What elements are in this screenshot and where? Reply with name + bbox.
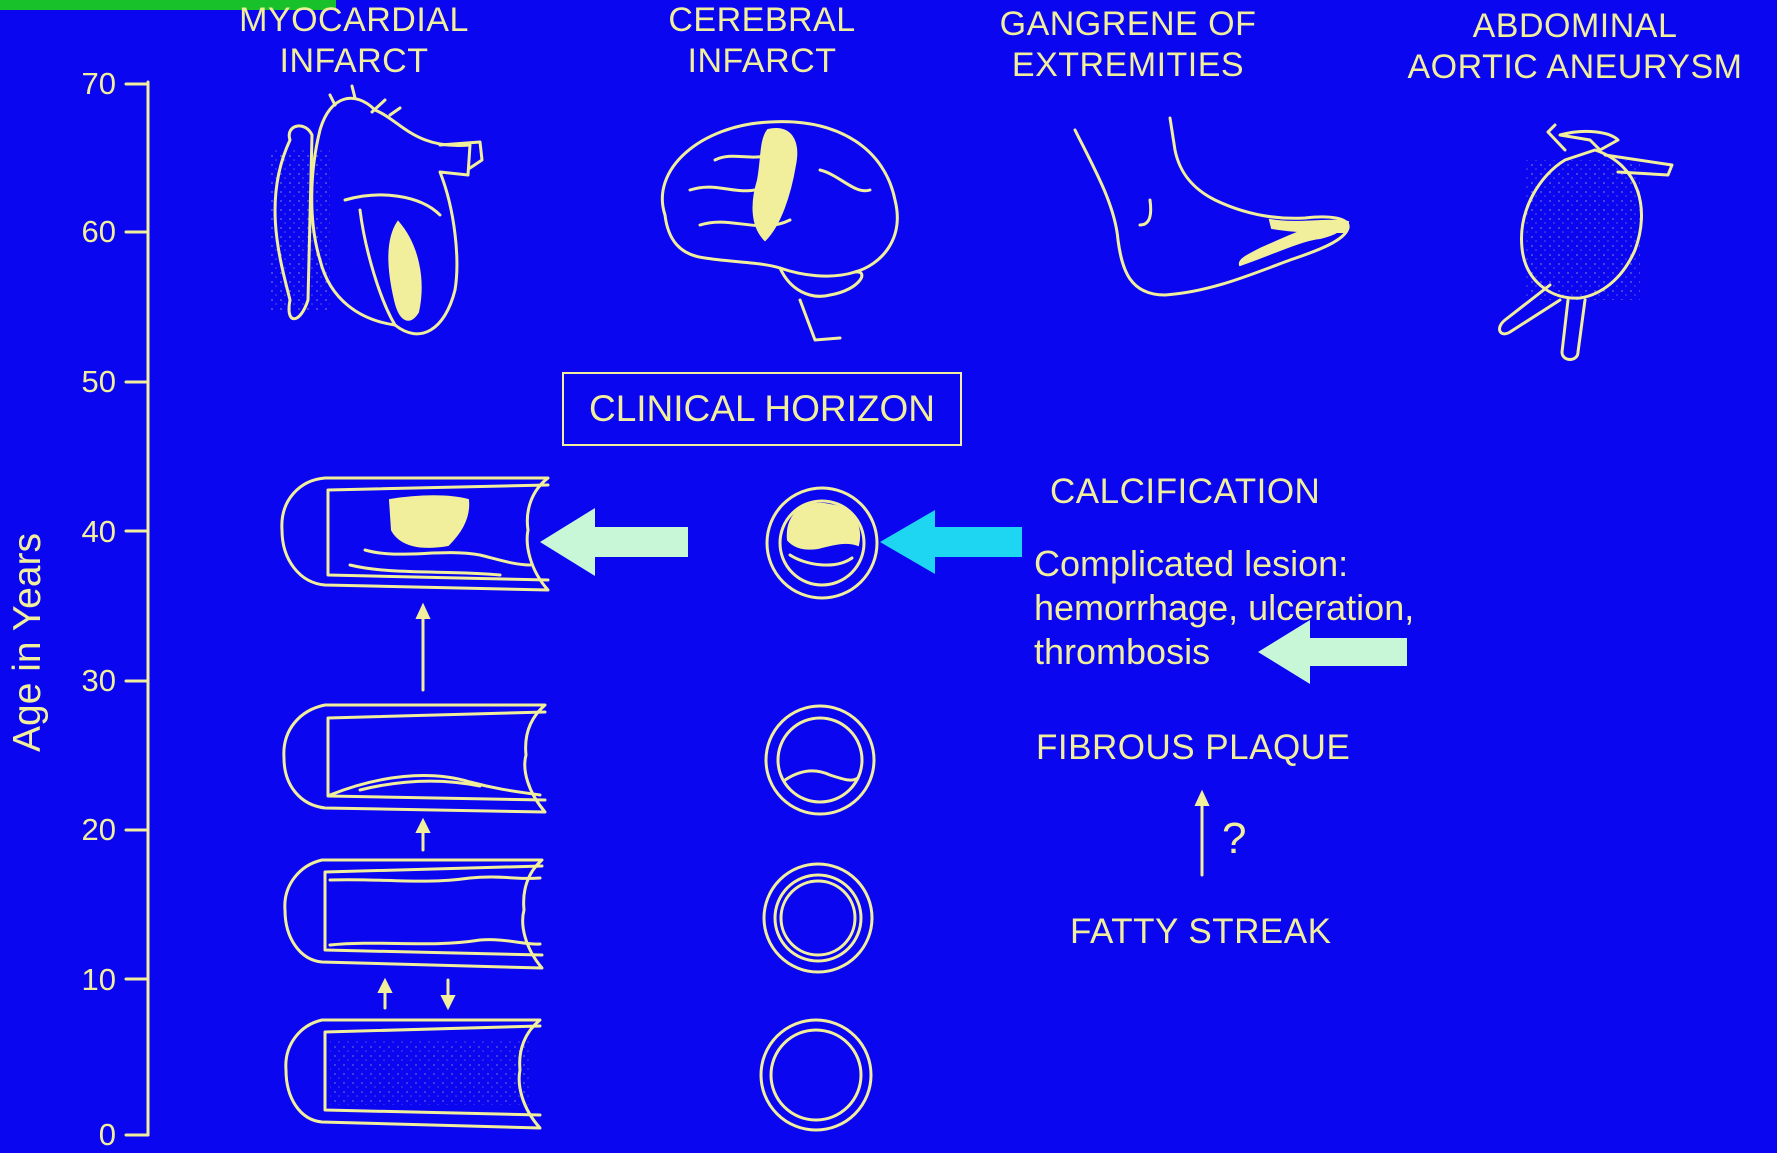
- artery-cross-section-fibrous: [766, 706, 874, 814]
- artery-cross-section-normal: [761, 1020, 871, 1130]
- foot-icon: [1075, 118, 1348, 295]
- artery-cross-section-fatty: [764, 864, 872, 972]
- aortic-aneurysm-icon: [1500, 125, 1672, 360]
- arrow-fatty-to-fibrous: [1196, 792, 1208, 875]
- heart-icon: [270, 86, 482, 334]
- artery-long-section-normal: [286, 1020, 540, 1128]
- artery-cross-section-complicated: [767, 488, 877, 598]
- artery-long-section-complicated: [282, 478, 548, 590]
- arrow-to-cross-section: [880, 510, 1022, 574]
- arrow-to-complicated-lesion: [1258, 620, 1407, 684]
- y-axis: [126, 82, 148, 1135]
- artery-long-section-fatty-streak: [285, 860, 542, 968]
- artery-long-section-fibrous: [284, 705, 545, 812]
- arrow-to-long-section: [540, 508, 688, 576]
- progression-arrows: [379, 605, 454, 1008]
- brain-icon: [662, 122, 897, 340]
